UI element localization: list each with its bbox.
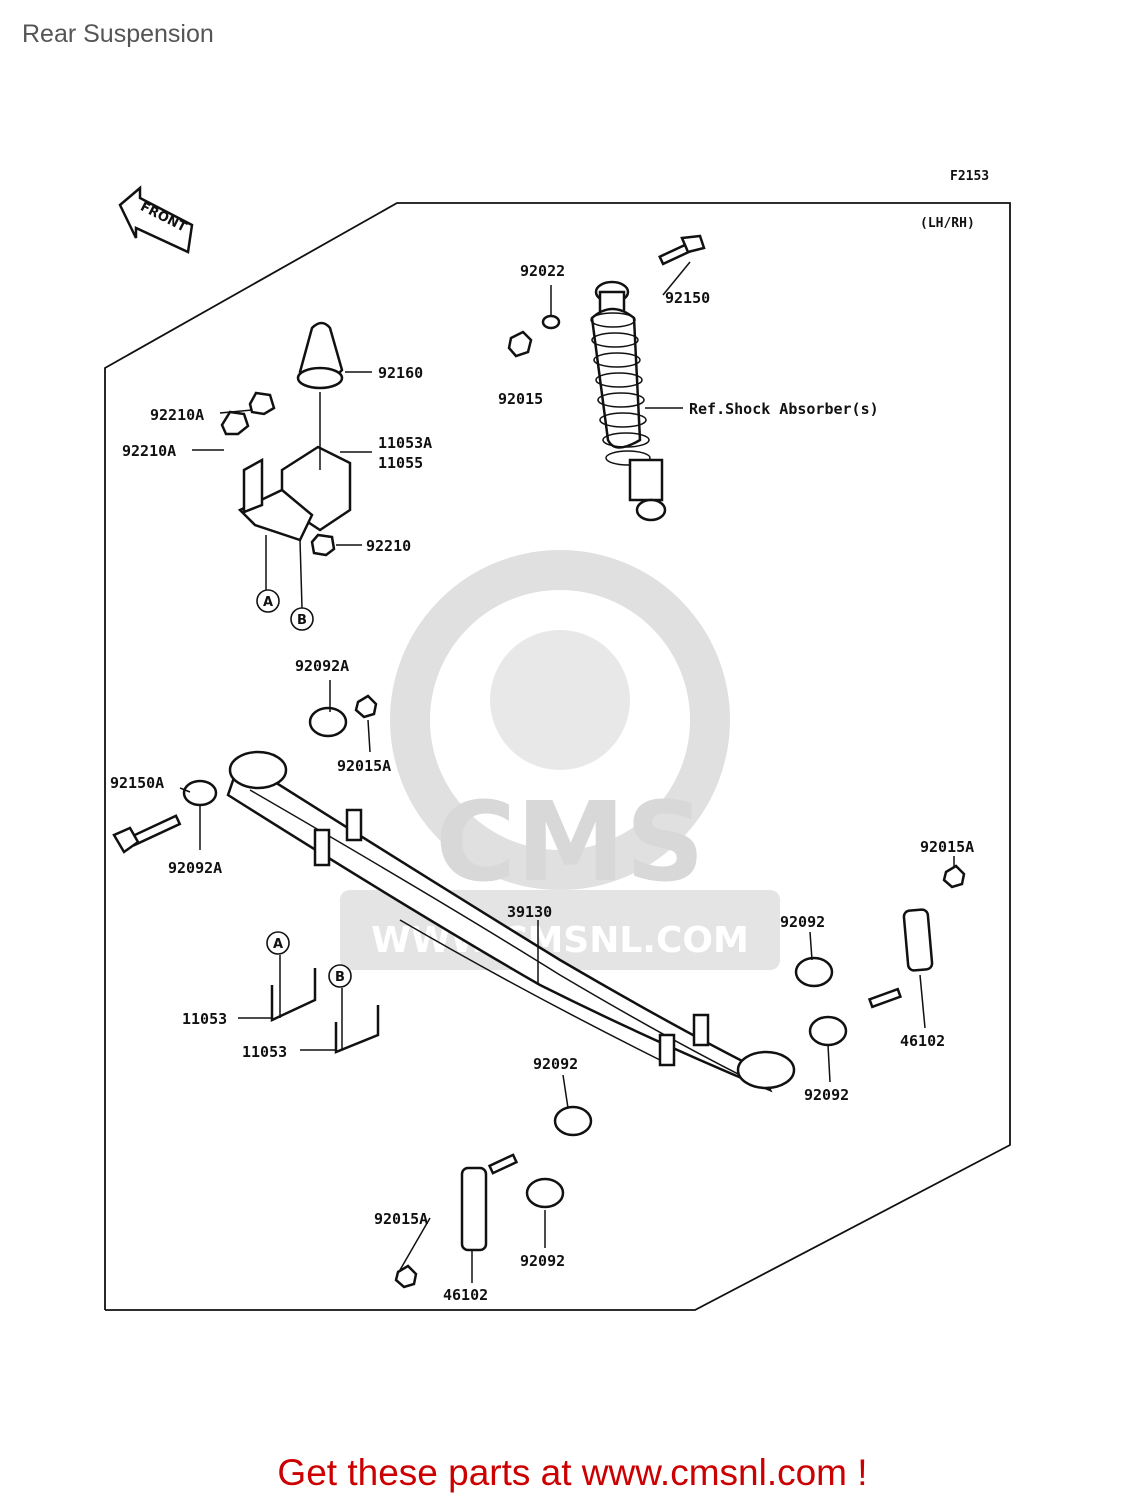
footer-cta-link[interactable]: Get these parts at www.cmsnl.com ! bbox=[277, 1452, 868, 1493]
callout-92150: 92150 bbox=[665, 289, 710, 307]
watermark-logo: CMS WWW.CMSNL.COM bbox=[340, 550, 780, 970]
ref-mark-a-text: A bbox=[263, 595, 273, 610]
callout-11053-a: 11053 bbox=[182, 1010, 227, 1028]
front-arrow-icon: FRONT bbox=[118, 185, 194, 254]
shackle-icons bbox=[460, 908, 934, 1252]
bump-stop-icon bbox=[296, 321, 344, 390]
callout-92160: 92160 bbox=[378, 364, 423, 382]
callout-46102-bottom: 46102 bbox=[443, 1286, 488, 1304]
ref-mark-a2-text: A bbox=[273, 937, 283, 952]
callout-92092-mid-right: 92092 bbox=[804, 1086, 849, 1104]
page-title: Rear Suspension bbox=[22, 20, 214, 48]
callout-92210A-bottom: 92210A bbox=[122, 442, 176, 460]
callout-46102-right: 46102 bbox=[900, 1032, 945, 1050]
shock-absorber-icon bbox=[590, 280, 667, 522]
ref-mark-b2-text: B bbox=[335, 970, 345, 985]
callout-39130: 39130 bbox=[507, 903, 552, 921]
callout-92015A-left: 92015A bbox=[337, 757, 391, 775]
callout-92210: 92210 bbox=[366, 537, 411, 555]
leader-lines bbox=[179, 261, 955, 1283]
ref-mark-b-text: B bbox=[297, 613, 307, 628]
callout-92210A-top: 92210A bbox=[150, 406, 204, 424]
callout-labels: 92022 92150 92015 92160 Ref.Shock Absorb… bbox=[110, 262, 974, 1304]
callout-11053-b: 11053 bbox=[242, 1043, 287, 1061]
bushing-icons bbox=[182, 694, 966, 1289]
nut-icon bbox=[507, 330, 533, 358]
leaf-spring-icon bbox=[226, 750, 796, 1093]
callout-92015A-bottom: 92015A bbox=[374, 1210, 428, 1228]
ref-mark-a2 bbox=[266, 931, 290, 955]
ref-mark-b2 bbox=[328, 964, 352, 988]
callout-11055: 11055 bbox=[378, 454, 423, 472]
bracket-icon bbox=[220, 391, 352, 557]
callout-92092-mid-left: 92092 bbox=[533, 1055, 578, 1073]
figure-code: F2153 bbox=[950, 169, 989, 184]
callout-92092A-bottom: 92092A bbox=[168, 859, 222, 877]
bolt-92150-icon bbox=[658, 234, 706, 266]
side-note: (LH/RH) bbox=[920, 216, 975, 231]
callout-92015A-right: 92015A bbox=[920, 838, 974, 856]
diagram-frame bbox=[104, 202, 1011, 1311]
callout-11053A: 11053A bbox=[378, 434, 432, 452]
u-bolt-icons bbox=[270, 968, 380, 1054]
callout-92092-bottom: 92092 bbox=[520, 1252, 565, 1270]
watermark-url: WWW.CMSNL.COM bbox=[371, 920, 749, 961]
watermark-brand: CMS bbox=[435, 778, 704, 906]
callout-92015: 92015 bbox=[498, 390, 543, 408]
bolt-92150A-icon bbox=[112, 814, 182, 854]
ref-mark-a bbox=[256, 589, 280, 613]
callout-92022: 92022 bbox=[520, 262, 565, 280]
washer-icon bbox=[541, 314, 561, 330]
callout-92092A-top: 92092A bbox=[295, 657, 349, 675]
callout-92092-upper: 92092 bbox=[780, 913, 825, 931]
callout-92150A: 92150A bbox=[110, 774, 164, 792]
callout-ref-shock: Ref.Shock Absorber(s) bbox=[689, 400, 879, 418]
